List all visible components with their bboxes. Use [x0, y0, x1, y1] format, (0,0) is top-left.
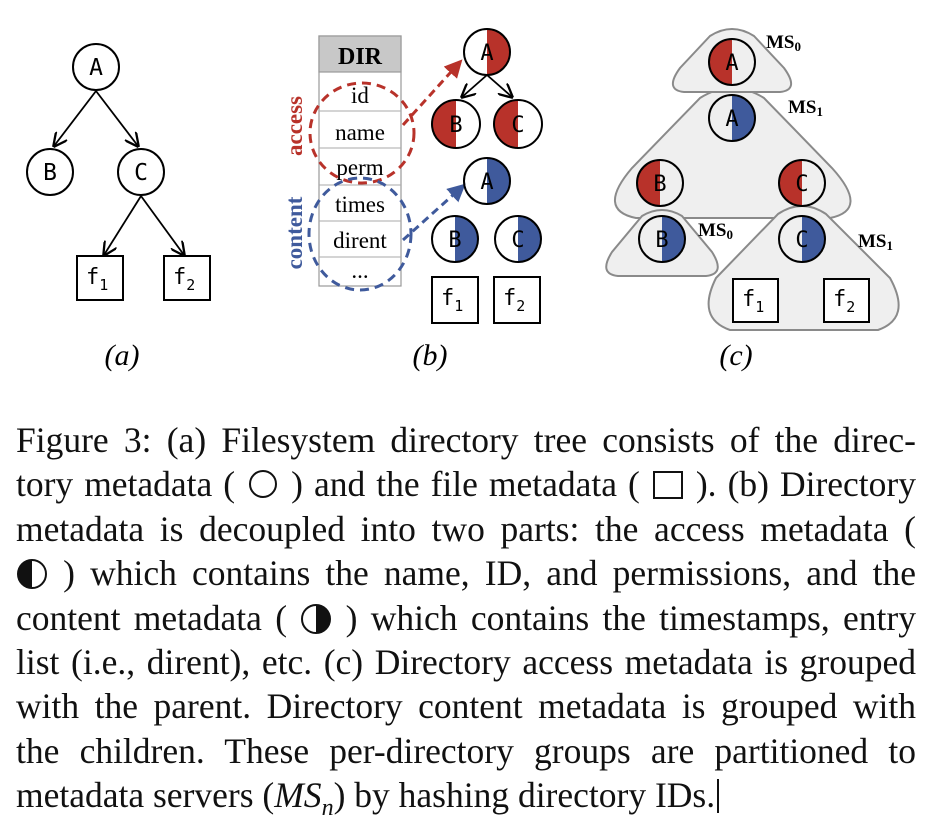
group-label-ms1-upper: MS1 — [788, 97, 823, 119]
c-file-f1: f1 — [732, 278, 779, 323]
access-node-A: A — [463, 28, 511, 76]
caption-line-1: Figure 3: (a) Filesystem directory tree … — [16, 420, 916, 460]
svg-text:B: B — [655, 228, 668, 253]
table-row-times: times — [335, 192, 385, 217]
caption-line-6: list (i.e., dirent), etc. (c) Directory … — [16, 642, 916, 683]
panel-c: A A B C B C f1 — [605, 28, 900, 372]
svg-text:f2: f2 — [833, 287, 855, 316]
svg-text:B: B — [449, 113, 462, 138]
svg-text:C: C — [134, 160, 148, 186]
circle-icon — [249, 470, 278, 499]
caption-line-2: tory metadata ( ) and the file metadata … — [16, 464, 916, 505]
text-cursor — [717, 779, 720, 814]
tree-a-file-f2: f2 — [163, 255, 211, 301]
tree-a-node-A: A — [72, 43, 120, 91]
table-header: DIR — [338, 44, 383, 70]
access-label: access — [282, 96, 307, 156]
content-arrow — [401, 183, 466, 242]
svg-text:B: B — [653, 172, 666, 197]
caption-line-8: the children. These per-directory groups… — [16, 730, 916, 771]
square-icon — [652, 471, 683, 500]
table-row-id: id — [351, 83, 369, 108]
tree-a-file-f1: f1 — [76, 255, 124, 301]
tree-a-node-B: B — [26, 148, 74, 196]
content-node-A: A — [463, 157, 511, 205]
caption-line-7: with the parent. Directory content metad… — [16, 686, 916, 727]
svg-text:C: C — [795, 172, 808, 197]
svg-text:A: A — [725, 51, 738, 76]
svg-text:A: A — [480, 41, 493, 66]
svg-text:C: C — [511, 113, 524, 138]
figure-caption: Figure 3: (a) Filesystem directory tree … — [16, 418, 916, 831]
svg-text:A: A — [480, 170, 493, 195]
c-file-f2: f2 — [823, 278, 870, 323]
group-label-ms0-lower: MS0 — [698, 220, 733, 242]
panel-b-file-f1: f1 — [431, 276, 479, 324]
svg-text:A: A — [89, 55, 103, 81]
caption-line-5: content metadata ( ) which contains the … — [16, 597, 916, 638]
panel-b-label: (b) — [413, 339, 448, 372]
svg-text:C: C — [511, 228, 524, 253]
dir-metadata-table: DIR id name perm times dirent ... — [318, 35, 402, 287]
c-node-B-low: B — [638, 215, 686, 263]
panel-b: DIR id name perm times dirent ... access… — [282, 28, 543, 372]
group-label-ms1-lower: MS1 — [858, 231, 893, 253]
svg-text:A: A — [725, 107, 738, 132]
c-node-A-top: A — [708, 38, 756, 86]
svg-text:f2: f2 — [173, 265, 195, 294]
svg-text:B: B — [448, 228, 461, 253]
access-arrow — [401, 59, 463, 127]
svg-text:f1: f1 — [742, 287, 764, 316]
content-label: content — [282, 196, 307, 269]
access-node-B: B — [431, 99, 481, 149]
panel-a: A B C f1 f2 (a) — [26, 43, 211, 372]
access-node-C: C — [493, 99, 543, 149]
panel-b-file-f2: f2 — [493, 276, 541, 324]
figure-diagram: A B C f1 f2 (a) DIR — [26, 28, 900, 372]
caption-line-3: metadata is decoupled into two parts: th… — [16, 508, 916, 549]
svg-text:f2: f2 — [503, 286, 525, 315]
svg-text:f1: f1 — [441, 286, 463, 315]
group-label-ms0-top: MS0 — [766, 32, 801, 54]
svg-text:C: C — [795, 228, 808, 253]
access-group-ellipse — [308, 81, 416, 185]
c-node-C-low: C — [778, 215, 826, 263]
content-group-ellipse — [307, 176, 413, 292]
table-row-dirent: dirent — [333, 228, 387, 253]
caption-line-4: ) which contains the name, ID, and permi… — [16, 551, 916, 595]
panel-a-label: (a) — [105, 339, 140, 372]
tree-a-node-C: C — [117, 148, 165, 196]
c-node-C-mid: C — [778, 159, 826, 207]
svg-text:B: B — [43, 160, 57, 186]
caption-line-9: metadata servers (MSn) by hashing direct… — [16, 773, 916, 831]
table-row-ellipsis: ... — [351, 258, 368, 283]
half-left-icon — [17, 559, 47, 590]
half-right-icon — [301, 603, 332, 634]
content-node-B: B — [431, 215, 479, 263]
svg-text:f1: f1 — [86, 265, 108, 294]
panel-c-label: (c) — [719, 339, 752, 372]
table-row-name: name — [335, 120, 385, 145]
c-node-B-mid: B — [636, 159, 684, 207]
table-row-perm: perm — [336, 155, 383, 180]
c-node-A-mid: A — [708, 94, 756, 142]
content-node-C: C — [494, 215, 542, 263]
ms-n-term: MSn — [274, 775, 334, 822]
